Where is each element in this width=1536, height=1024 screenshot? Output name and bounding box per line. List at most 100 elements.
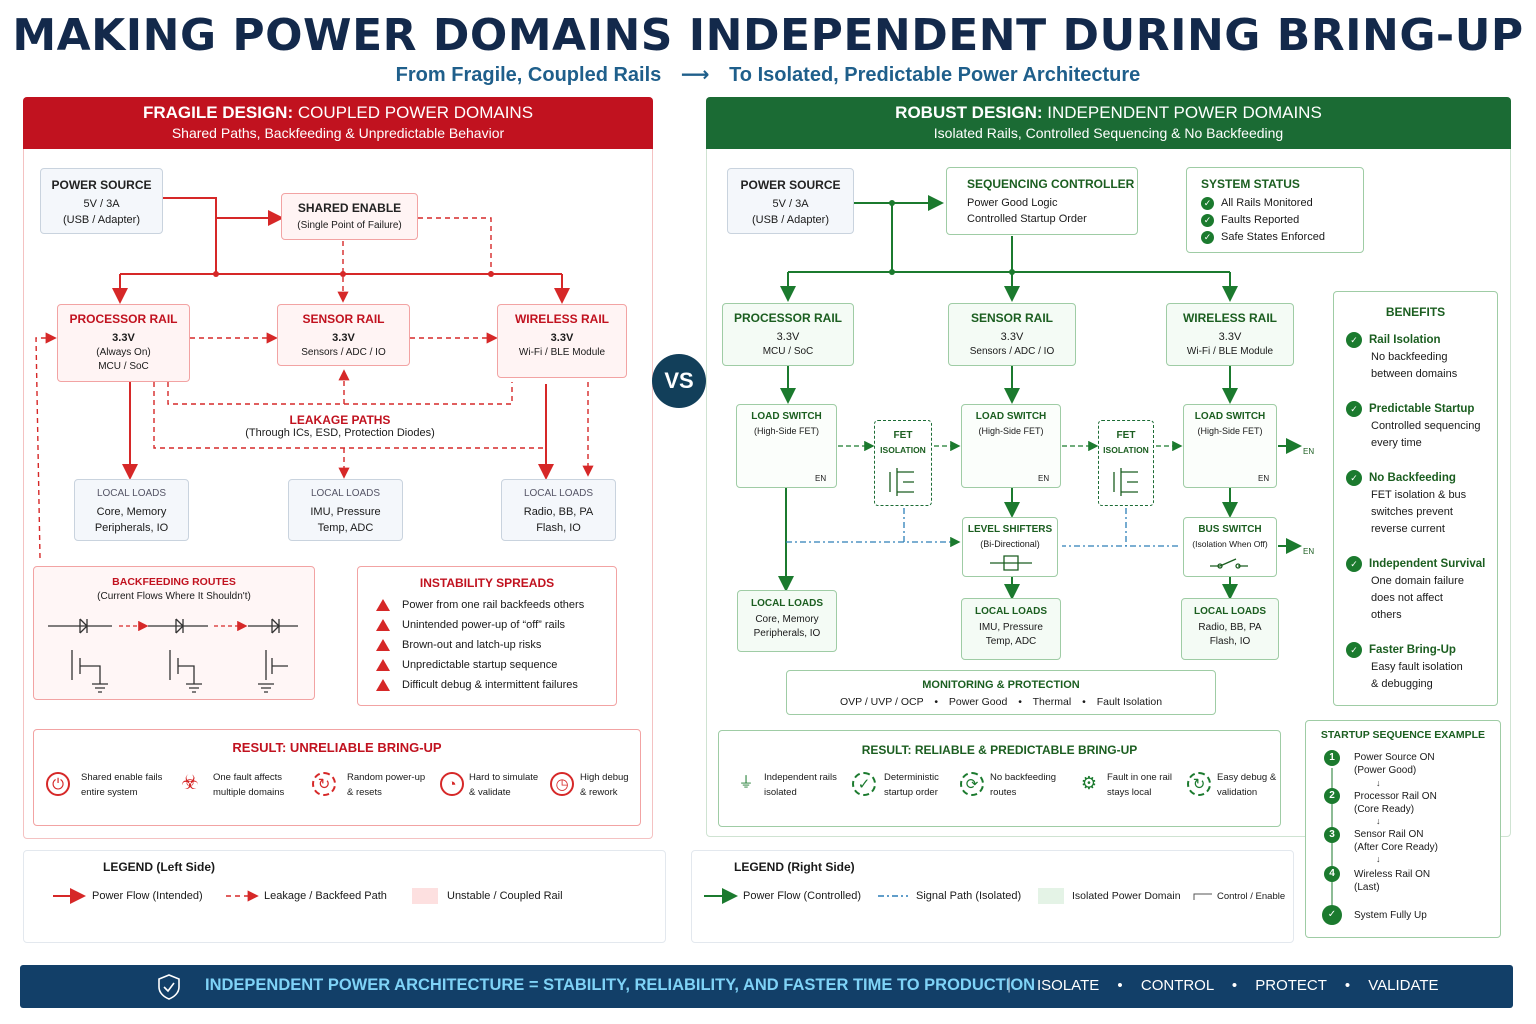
left-legend-item-3: Unstable / Coupled Rail (447, 890, 563, 902)
load-switch-3: LOAD SWITCH (High-Side FET) (1183, 404, 1277, 488)
shared-enable-title: SHARED ENABLE (297, 201, 402, 215)
step-3: Sensor Rail ON(After Core Ready) (1354, 829, 1438, 853)
left-load-3-title: LOCAL LOADS (523, 488, 594, 499)
right-head-bold: ROBUST DESIGN: (895, 103, 1043, 122)
level-shifters-title: LEVEL SHIFTERS (967, 524, 1053, 535)
step-1: Power Source ON(Power Good) (1354, 752, 1435, 776)
shared-enable-l1: (Single Point of Failure) (297, 220, 402, 231)
benefit-item: ✓No Backfeeding FET isolation & bus swit… (1346, 470, 1466, 538)
step-2: Processor Rail ON(Core Ready) (1354, 791, 1437, 815)
right-power-source: POWER SOURCE 5V / 3A (USB / Adapter) (727, 168, 854, 234)
benefit-item: ✓Faster Bring-Up Easy fault isolation & … (1346, 642, 1463, 693)
load-switch-1-sub: (High-Side FET) (753, 426, 819, 436)
level-shifters: LEVEL SHIFTERS (Bi-Directional) (962, 517, 1058, 577)
check-icon: ✓ (1201, 196, 1214, 210)
bus-switch-title: BUS SWITCH (1198, 524, 1262, 535)
subtitle-arrow-icon: ⟶ (680, 64, 710, 86)
left-processor-rail: PROCESSOR RAIL 3.3V (Always On) MCU / So… (57, 304, 190, 382)
status-title: SYSTEM STATUS (1201, 177, 1300, 191)
backfeeding-title: BACKFEEDING ROUTES (112, 576, 236, 588)
biohazard-icon: ☣ (181, 772, 199, 794)
left-sensor-rail: SENSOR RAIL 3.3V Sensors / ADC / IO (277, 304, 410, 366)
warning-icon (376, 619, 390, 632)
right-head-rest: INDEPENDENT POWER DOMAINS (1047, 103, 1322, 122)
bus-switch-sub: (Isolation When Off) (1192, 539, 1268, 549)
footer-words: ISOLATE • CONTROL • PROTECT • VALIDATE (1037, 977, 1439, 994)
shifter-switch-symbols (990, 555, 1248, 571)
left-result-item-3: Random power-up& resets (347, 772, 426, 798)
gauge-icon: ◔ (440, 772, 464, 796)
footer-word-control: CONTROL (1140, 977, 1214, 994)
benefits-box: BENEFITS (1333, 291, 1498, 706)
right-sensor-rail-voltage: 3.3V (1000, 331, 1024, 343)
en-label-right-2: EN (1303, 547, 1315, 556)
backfeeding-sub: (Current Flows Where It Shouldn't) (97, 591, 251, 602)
right-panel-header: ROBUST DESIGN: INDEPENDENT POWER DOMAINS… (706, 97, 1511, 149)
left-legend-item-2: Leakage / Backfeed Path (264, 890, 387, 902)
instability-title: INSTABILITY SPREADS (419, 576, 555, 590)
left-sensor-rail-title: SENSOR RAIL (302, 312, 385, 326)
left-load-1-l1: Core, Memory (96, 506, 167, 518)
left-wireless-rail-title: WIRELESS RAIL (514, 312, 609, 326)
load-switch-2-en: EN (1038, 474, 1050, 483)
shield-gear-icon: ⚙ (1080, 773, 1098, 793)
left-load-3-l2: Flash, IO (536, 522, 581, 534)
backfeeding-symbols (48, 618, 298, 693)
footer-word-isolate: ISOLATE (1037, 977, 1100, 994)
footer-main-text: INDEPENDENT POWER ARCHITECTURE = STABILI… (205, 976, 1036, 994)
check-circle-icon: ✓ (852, 772, 876, 796)
step-1-number: 1 (1324, 750, 1340, 766)
step-2-number: 2 (1324, 788, 1340, 804)
right-wireless-rail-voltage: 3.3V (1218, 331, 1242, 343)
load-switch-3-title: LOAD SWITCH (1194, 411, 1266, 422)
sequencer-l2: Controlled Startup Order (967, 213, 1087, 225)
step-3-number: 3 (1324, 827, 1340, 843)
left-processor-rail-l3: MCU / SoC (98, 361, 149, 372)
system-up-check-icon: ✓ (1322, 905, 1342, 925)
right-load-1-l2: Peripherals, IO (753, 628, 821, 639)
left-load-2-title: LOCAL LOADS (310, 488, 381, 499)
right-power-source-l2: (USB / Adapter) (751, 214, 830, 226)
instability-item: Brown-out and latch-up risks (376, 637, 616, 653)
instability-item: Difficult debug & intermittent failures (376, 677, 616, 693)
monitoring-items: OVP / UVP / OCP • Power Good • Thermal •… (839, 696, 1163, 708)
left-head-sub: Shared Paths, Backfeeding & Unpredictabl… (171, 125, 505, 141)
right-diagram-lines (769, 195, 1302, 600)
left-result-title: RESULT: UNRELIABLE BRING-UP (232, 740, 442, 755)
footer-banner (20, 965, 1513, 1008)
right-legend-item-3: Isolated Power Domain (1072, 890, 1181, 902)
left-head-rest: COUPLED POWER DOMAINS (297, 103, 534, 122)
benefit-item: ✓Predictable Startup Controlled sequenci… (1346, 401, 1480, 452)
status-item: ✓Safe States Enforced (1201, 229, 1363, 245)
fet-isolation-1-sub: ISOLATION (880, 445, 926, 455)
startup-title: STARTUP SEQUENCE EXAMPLE (1320, 729, 1486, 741)
left-processor-rail-title: PROCESSOR RAIL (69, 312, 178, 326)
right-legend-item-1: Power Flow (Controlled) (743, 890, 861, 902)
footer-word-validate: VALIDATE (1368, 977, 1439, 994)
page-subtitle: From Fragile, Coupled Rails ⟶ To Isolate… (0, 62, 1536, 87)
warning-icon (376, 599, 390, 612)
sequencer-title: SEQUENCING CONTROLLER (967, 177, 1135, 191)
right-load-1-title: LOCAL LOADS (750, 598, 824, 609)
left-load-2-l2: Temp, ADC (317, 522, 374, 534)
right-wireless-rail-title: WIRELESS RAIL (1182, 311, 1277, 325)
right-processor-rail-title: PROCESSOR RAIL (733, 311, 842, 325)
cycle-icon: ⟳ (960, 772, 984, 796)
step-4: Wireless Rail ON(Last) (1354, 869, 1431, 893)
right-processor-rail-voltage: 3.3V (776, 331, 800, 343)
monitoring-title: MONITORING & PROTECTION (922, 679, 1080, 691)
vs-badge: VS (652, 354, 706, 408)
left-load-1: LOCAL LOADS Core, Memory Peripherals, IO (74, 479, 189, 541)
instability-item: Unintended power-up of “off” rails (376, 617, 616, 633)
right-processor-rail: PROCESSOR RAIL 3.3V MCU / SoC (722, 303, 854, 366)
right-load-1: LOCAL LOADS Core, Memory Peripherals, IO (737, 590, 837, 652)
system-status: SYSTEM STATUS ✓All Rails Monitored ✓Faul… (1186, 167, 1364, 253)
benefit-item: ✓Rail Isolation No backfeeding between d… (1346, 332, 1457, 383)
right-power-source-title: POWER SOURCE (740, 178, 841, 192)
load-switch-3-en: EN (1258, 474, 1270, 483)
check-icon: ✓ (1201, 230, 1214, 244)
fet-symbols (889, 468, 1138, 496)
right-sensor-rail-title: SENSOR RAIL (970, 311, 1053, 325)
subtitle-to: To Isolated, Predictable Power Architect… (729, 64, 1141, 86)
